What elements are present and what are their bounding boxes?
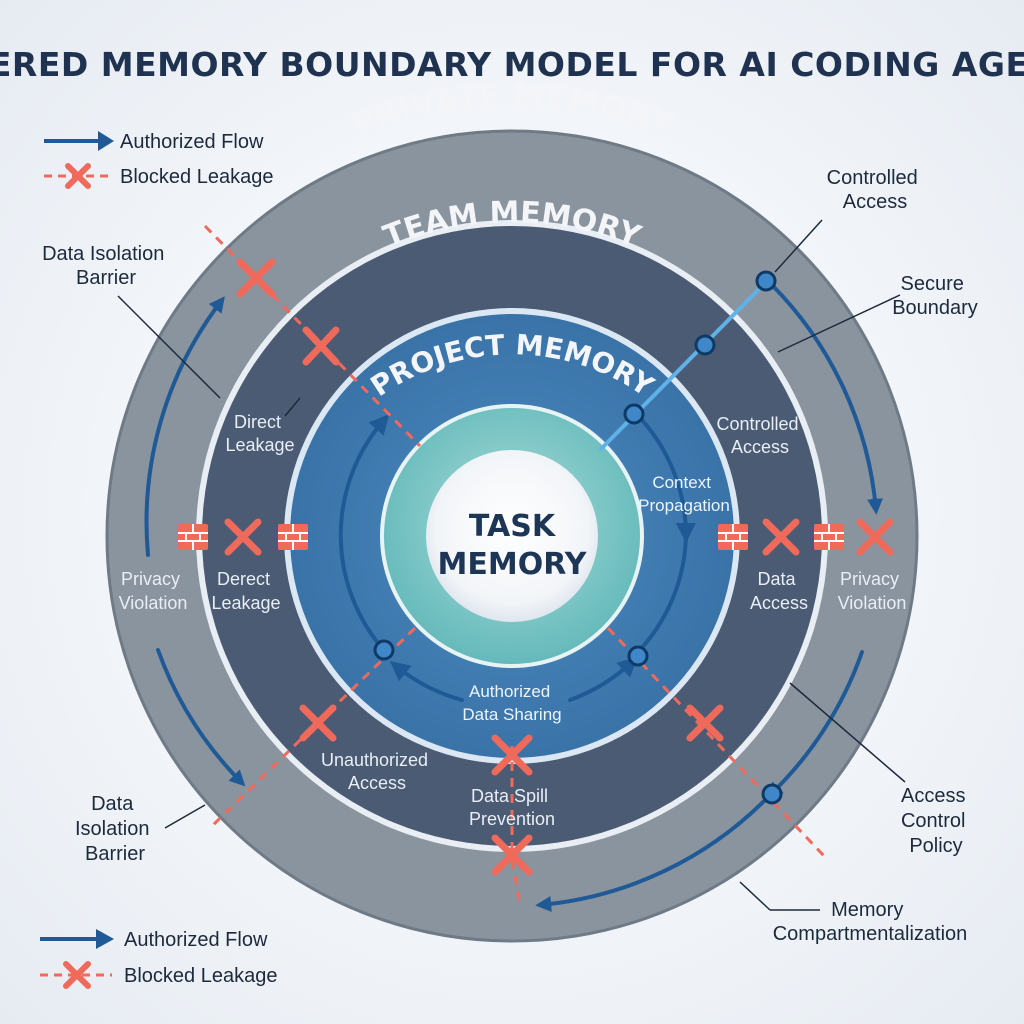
callout-memory-compartmentalization: Memory Compartmentalization	[773, 899, 968, 945]
legend-blocked-label: Blocked Leakage	[120, 166, 273, 188]
x-icon-top-left-inner	[302, 326, 340, 366]
flow-arrow-private-right-bottom	[766, 650, 864, 799]
x-icon-left-barrier	[224, 518, 262, 556]
outer-callouts: Controlled Access Secure Boundary Data I…	[42, 167, 978, 945]
x-icon-bottom-right	[686, 704, 724, 742]
x-icon-bottom-outer	[491, 834, 533, 876]
label-direct-leakage-lower: Derect Leakage	[211, 569, 280, 613]
flow-arrow-private-right-down	[770, 283, 883, 515]
node-project-entry	[623, 403, 645, 425]
label-data-spill-prevention: Data Spill Prevention	[469, 786, 555, 829]
task-memory-core	[426, 450, 598, 622]
blocked-leakage-legend-x-icon-bottom	[63, 961, 91, 989]
task-memory-label-line2: MEMORY	[438, 547, 588, 582]
brick-icon-right-2	[814, 524, 844, 550]
node-sharing-left	[373, 639, 395, 661]
callout-secure-boundary: Secure Boundary	[892, 273, 978, 319]
node-sharing-right	[627, 645, 649, 667]
blocked-x-marks	[224, 258, 894, 876]
node-secure-boundary	[694, 334, 716, 356]
label-data-access: Data Access	[750, 569, 808, 613]
callout-controlled-access: Controlled Access	[827, 167, 924, 213]
flow-arrow-project-left-up	[338, 413, 390, 650]
authorized-flow-arrows	[144, 283, 883, 912]
label-authorized-data-sharing: Authorized Data Sharing	[462, 682, 561, 724]
flow-arrow-sharing-left	[389, 660, 464, 702]
x-icon-right-barrier	[762, 518, 800, 556]
label-controlled-access-inner: Controlled Access	[716, 414, 803, 457]
callout-data-isolation-barrier-top: Data Isolation Barrier	[42, 243, 170, 289]
flow-arrow-sharing-right	[568, 656, 638, 702]
flow-arrow-private-left-up	[144, 296, 225, 557]
flow-arrow-project-right	[640, 418, 696, 543]
node-access-control	[761, 783, 783, 805]
flow-arrow-project-right-lower	[636, 533, 688, 654]
x-icon-bottom-left	[299, 704, 337, 742]
legend-bottom: Authorized Flow Blocked Leakage	[40, 929, 277, 989]
label-unauthorized-access: Unauthorized Access	[321, 750, 433, 793]
callout-leaders	[117, 219, 906, 911]
node-controlled-access-outer	[755, 270, 777, 292]
legend-authorized-label: Authorized Flow	[120, 131, 264, 153]
label-privacy-violation-right: Privacy Violation	[838, 569, 907, 613]
callout-access-control-policy: Access Control Policy	[901, 785, 971, 857]
flow-nodes	[373, 270, 783, 805]
inner-labels: Direct Leakage Derect Leakage Privacy Vi…	[119, 412, 907, 829]
x-icon-right-outer	[856, 518, 894, 556]
x-icon-data-spill	[491, 734, 533, 776]
flow-arrow-private-left-down	[156, 648, 246, 787]
legend-authorized-label-bottom: Authorized Flow	[124, 929, 268, 951]
legend-blocked-label-bottom: Blocked Leakage	[124, 965, 277, 987]
callout-data-isolation-barrier-bottom: Data Isolation Barrier	[75, 793, 155, 865]
brick-icon-left-1	[178, 524, 208, 550]
brick-icon-right-1	[718, 524, 748, 550]
page-title: LAYERED MEMORY BOUNDARY MODEL FOR AI COD…	[0, 45, 1024, 84]
label-privacy-violation-left: Privacy Violation	[119, 569, 188, 613]
legend-top: Authorized Flow Blocked Leakage	[44, 131, 273, 189]
flow-arrow-private-bottom	[535, 793, 772, 912]
label-context-propagation: Context Propagation	[638, 473, 730, 515]
brick-icon-left-2	[278, 524, 308, 550]
x-icon-top-left-outer	[236, 258, 276, 298]
task-memory-label-line1: TASK	[469, 509, 557, 544]
blocked-leakage-legend-x-icon	[65, 163, 91, 189]
label-direct-leakage-upper: Direct Leakage	[225, 412, 294, 455]
